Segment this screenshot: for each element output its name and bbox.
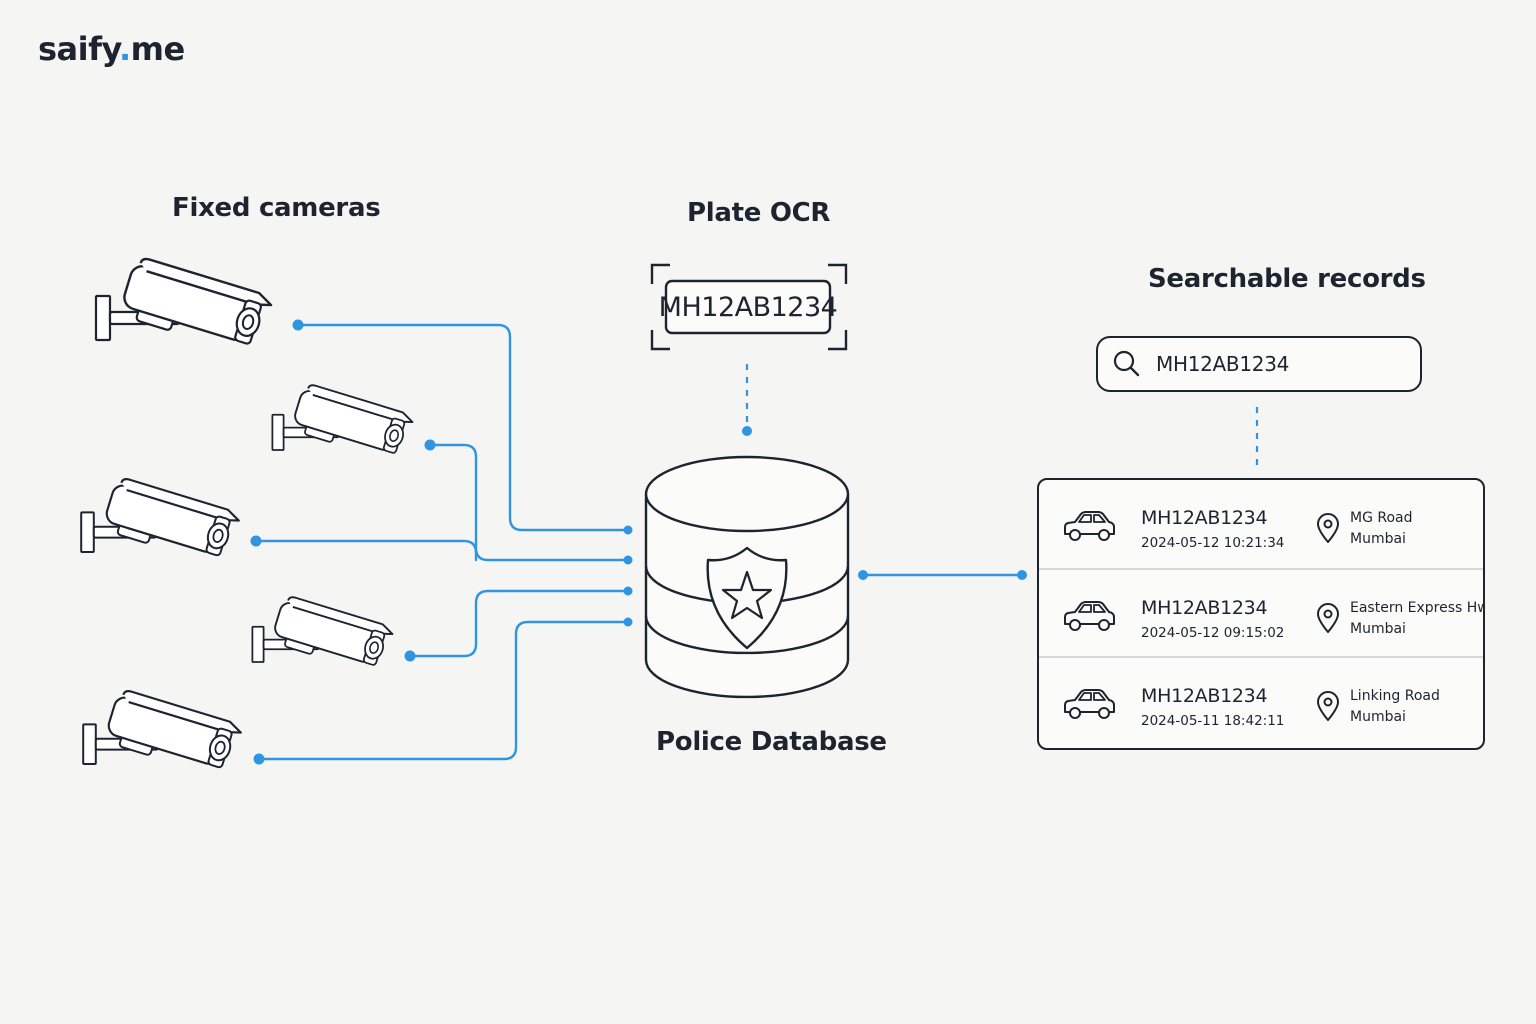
database-heading: Police Database bbox=[656, 727, 887, 757]
cameras-heading: Fixed cameras bbox=[172, 193, 381, 223]
record-row[interactable]: MH12AB1234 2024-05-12 09:15:02 Eastern E… bbox=[1039, 568, 1483, 656]
ocr-plate-text: MH12AB1234 bbox=[658, 291, 838, 323]
record-row[interactable]: MH12AB1234 2024-05-11 18:42:11 Linking R… bbox=[1039, 656, 1483, 744]
logo: saify.me bbox=[38, 30, 185, 68]
search-icon bbox=[1113, 350, 1140, 377]
dashed-connectors bbox=[745, 364, 1259, 466]
record-city: Mumbai bbox=[1350, 531, 1406, 547]
car-icon bbox=[1064, 601, 1115, 631]
record-row[interactable]: MH12AB1234 2024-05-12 10:21:34 MG Road M… bbox=[1039, 480, 1483, 568]
license-plate bbox=[664, 279, 832, 335]
record-time: 2024-05-12 10:21:34 bbox=[1141, 535, 1285, 551]
map-pin-icon bbox=[1317, 513, 1339, 543]
records-list: MH12AB1234 2024-05-12 10:21:34 MG Road M… bbox=[1037, 478, 1485, 750]
car-icon bbox=[1064, 689, 1115, 719]
connector-dots bbox=[250, 319, 1027, 765]
ocr-heading: Plate OCR bbox=[687, 198, 831, 228]
record-time: 2024-05-12 09:15:02 bbox=[1141, 625, 1285, 641]
camera-connectors bbox=[254, 323, 1024, 761]
cctv-camera-icon bbox=[251, 593, 396, 677]
scan-frame bbox=[650, 263, 848, 351]
logo-suffix: me bbox=[130, 30, 186, 68]
cctv-camera-icon bbox=[271, 381, 416, 465]
record-location: Linking Road bbox=[1350, 688, 1440, 704]
map-pin-icon bbox=[1317, 603, 1339, 633]
map-pin-icon bbox=[1317, 691, 1339, 721]
search-value: MH12AB1234 bbox=[1156, 352, 1290, 376]
records-heading: Searchable records bbox=[1148, 264, 1426, 294]
logo-main: saify bbox=[38, 30, 119, 68]
record-location: MG Road bbox=[1350, 510, 1413, 526]
cctv-camera-icon bbox=[94, 254, 275, 358]
record-plate: MH12AB1234 bbox=[1141, 597, 1268, 619]
search-input[interactable]: MH12AB1234 bbox=[1096, 336, 1422, 392]
record-plate: MH12AB1234 bbox=[1141, 685, 1268, 707]
car-icon bbox=[1064, 511, 1115, 541]
cctv-camera-icon bbox=[80, 474, 242, 569]
record-city: Mumbai bbox=[1350, 709, 1406, 725]
record-location: Eastern Express Hwy bbox=[1350, 600, 1485, 616]
record-time: 2024-05-11 18:42:11 bbox=[1141, 713, 1285, 729]
record-city: Mumbai bbox=[1350, 621, 1406, 637]
record-plate: MH12AB1234 bbox=[1141, 507, 1268, 529]
police-badge-icon bbox=[706, 546, 788, 650]
logo-dot: . bbox=[118, 30, 131, 68]
cctv-camera-icon bbox=[82, 686, 244, 781]
